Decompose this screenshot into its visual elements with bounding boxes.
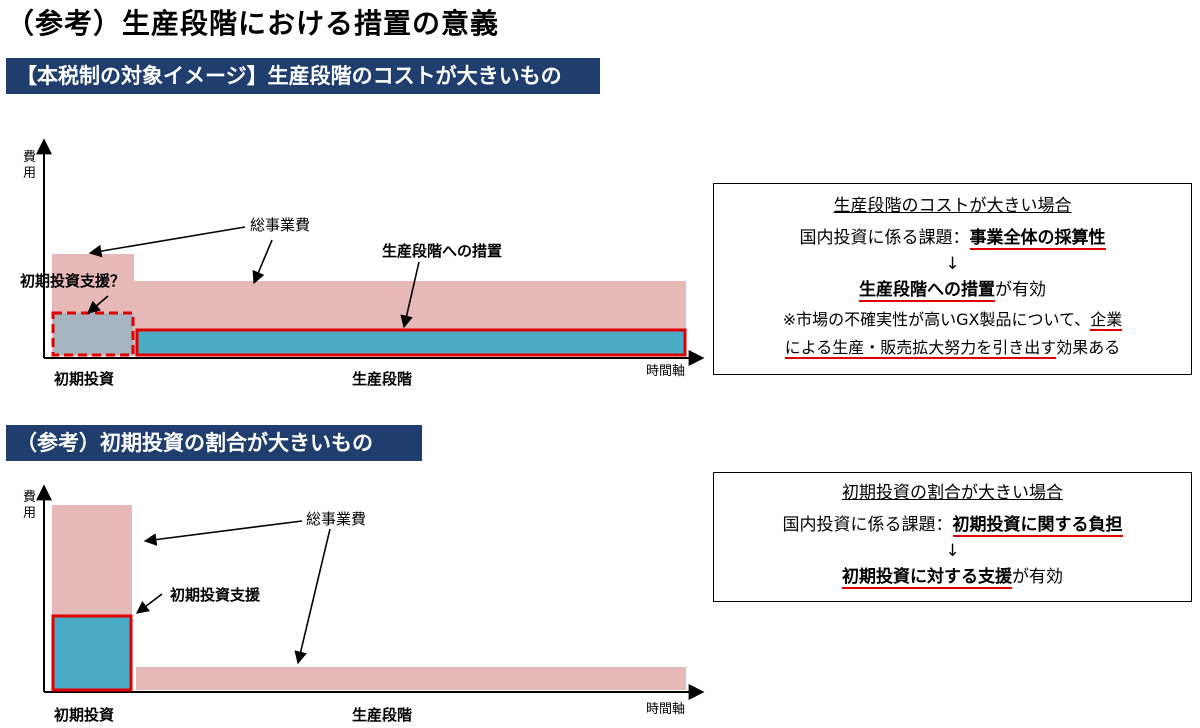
s1-box-effect-suffix: が有効	[995, 280, 1046, 300]
s1-x-axis-label: 時間軸	[646, 364, 686, 379]
s1-box-down-arrow: ↓	[945, 254, 960, 274]
s2-box-heading: 初期投資の割合が大きい場合	[842, 483, 1063, 503]
s1-box-effect-emphasis: 生産段階への措置	[859, 280, 995, 302]
page-title: （参考）生産段階における措置の意義	[6, 7, 500, 40]
s1-x-initial-label: 初期投資	[54, 370, 115, 388]
s2-x-axis-label: 時間軸	[646, 702, 686, 717]
s2-x-production-label: 生産段階	[352, 706, 413, 724]
s1-x-production-label: 生産段階	[352, 370, 413, 388]
s1-initial-support-question-label: 初期投資支援？	[20, 272, 126, 290]
s1-box-issue-emphasis: 事業全体の採算性	[969, 228, 1106, 250]
s1-explanation-box: 生産段階のコストが大きい場合 国内投資に係る課題：事業全体の採算性 ↓ 生産段階…	[713, 183, 1192, 375]
s2-initial-support-bar	[51, 614, 133, 692]
s2-arrows	[135, 520, 331, 665]
s1-production-measure-label: 生産段階への措置	[382, 242, 503, 260]
s1-arrow-total-down	[252, 239, 273, 285]
s1-arrow-measure	[400, 261, 420, 329]
s2-x-initial-label: 初期投資	[54, 706, 115, 724]
s2-total-cost-label: 総事業費	[306, 510, 367, 528]
s2-box-effect-suffix: が有効	[1012, 567, 1063, 587]
s1-arrow-support	[87, 295, 109, 314]
s2-y-axis-label: 費用	[23, 490, 37, 521]
s1-box-note-line1-underlined: 企業	[1090, 310, 1123, 331]
s1-arrow-total-left	[88, 226, 246, 258]
s2-box-effect-emphasis: 初期投資に対する支援	[842, 567, 1012, 589]
s1-arrows	[87, 226, 420, 329]
s2-arrow-total-down	[294, 528, 331, 665]
s1-total-cost-label: 総事業費	[250, 216, 311, 234]
s2-arrow-total-left	[143, 520, 303, 546]
section1-axes	[36, 138, 705, 366]
section2-axes	[36, 484, 705, 700]
s2-total-production-bar	[136, 667, 686, 690]
s2-arrow-support	[135, 593, 163, 614]
s1-box-note-line2-suffix: 効果ある	[1056, 338, 1121, 357]
s1-production-measure-bar	[135, 328, 687, 357]
s2-explanation-box: 初期投資の割合が大きい場合 国内投資に係る課題：初期投資に関する負担 ↓ 初期投…	[713, 472, 1192, 602]
s1-box-note-line1: ※市場の不確実性が高いGX製品について、	[782, 310, 1091, 329]
s1-box-issue-prefix: 国内投資に係る課題：	[799, 228, 970, 248]
s2-box-issue-emphasis: 初期投資に関する負担	[952, 515, 1123, 537]
s2-box-down-arrow: ↓	[945, 541, 960, 561]
section1-banner: 【本税制の対象イメージ】生産段階のコストが大きいもの	[6, 58, 600, 94]
s1-box-heading: 生産段階のコストが大きい場合	[833, 196, 1072, 216]
s1-y-axis-label: 費用	[23, 150, 37, 181]
s1-initial-support-dashed	[51, 311, 135, 357]
s2-initial-support-label: 初期投資支援	[170, 586, 261, 604]
s1-box-note-line2: による生産・販売拡大努力を引き出す	[784, 338, 1057, 359]
s2-box-issue-prefix: 国内投資に係る課題：	[782, 515, 953, 535]
section2-banner: （参考）初期投資の割合が大きいもの	[6, 425, 422, 461]
